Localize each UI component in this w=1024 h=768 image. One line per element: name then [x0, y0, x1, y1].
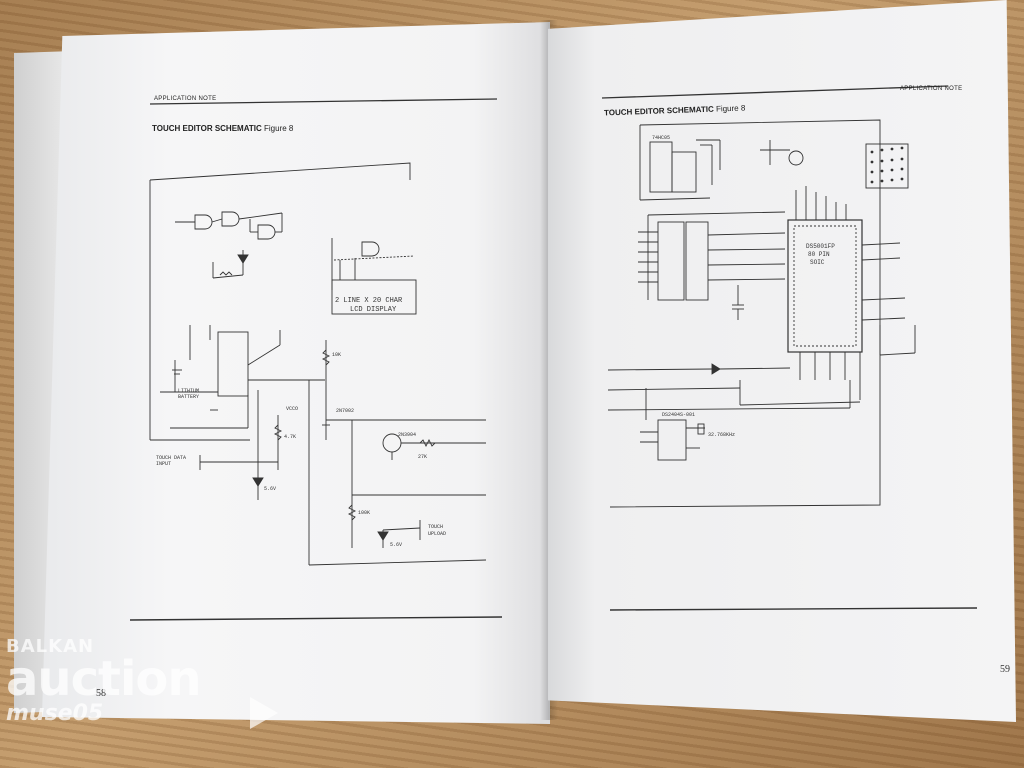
watermark: BALKAN auction muse05 [6, 636, 202, 726]
u1-label: 74HC05 [652, 135, 670, 141]
touch-data-label: TOUCH DATA [156, 455, 186, 461]
r2-label: 27K [418, 454, 427, 460]
right-page-header: APPLICATION NOTE [900, 86, 963, 92]
left-figure-label: Figure 8 [264, 124, 294, 133]
left-page [42, 22, 550, 724]
r4-label: 10K [332, 352, 341, 358]
right-page-number: 59 [1000, 664, 1010, 675]
watermark-play-icon [250, 697, 278, 729]
vcc-label: VCCO [286, 406, 298, 412]
cpu-label: DS5001FP [806, 243, 835, 250]
r1-label: 4.7K [284, 434, 296, 440]
left-page-header: APPLICATION NOTE [154, 96, 217, 102]
cpu-label-3: SOIC [810, 259, 825, 266]
left-page-number: 58 [96, 688, 106, 699]
watermark-line-3: muse05 [6, 701, 104, 726]
lcd-label: 2 LINE X 20 CHAR [335, 297, 403, 305]
touch-data-label-2: INPUT [156, 461, 171, 467]
watermark-line-2: auction [6, 651, 202, 707]
battery-label-2: BATTERY [178, 394, 199, 400]
cpu-label-2: 80 PIN [808, 251, 830, 258]
touch-upload-label: TOUCH [428, 524, 443, 530]
left-figure-title-text: TOUCH EDITOR SCHEMATIC [152, 124, 262, 133]
right-page [548, 0, 1016, 722]
q1-label: 2N7002 [336, 408, 354, 414]
q2-label: 2N3904 [398, 432, 416, 438]
r3-label: 100K [358, 510, 370, 516]
crystal-label: 32.768KHz [708, 432, 735, 438]
touch-upload-label-2: UPLOAD [428, 531, 446, 537]
watermark-line-1: BALKAN [6, 636, 95, 657]
lcd-label-2: LCD DISPLAY [350, 306, 397, 314]
z1-label: 5.6V [264, 486, 276, 492]
u4-label: DS2404S-001 [662, 412, 695, 418]
battery-label: LITHIUM [178, 388, 199, 394]
left-figure-title: TOUCH EDITOR SCHEMATIC Figure 8 [152, 124, 293, 133]
z2-label: 5.6V [390, 542, 402, 548]
